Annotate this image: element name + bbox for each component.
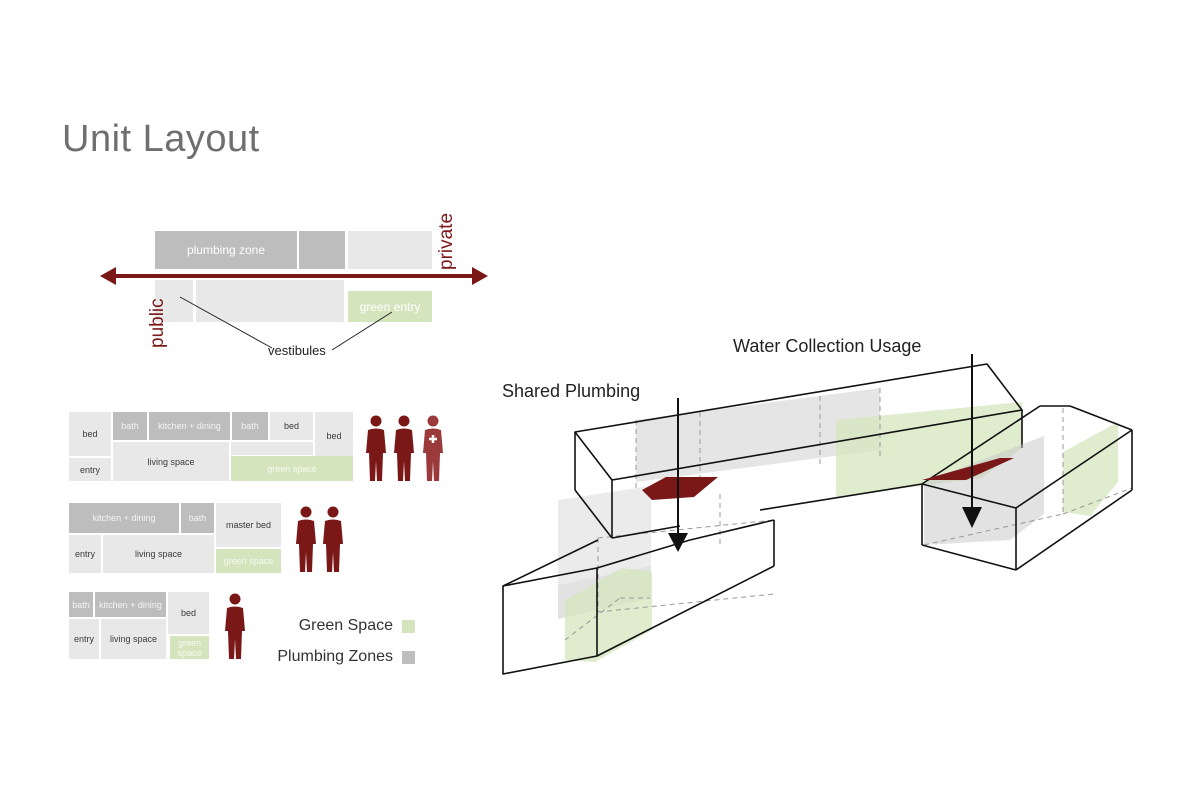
- plumbing-volume: [924, 436, 1044, 545]
- medic-person-icon: [423, 415, 443, 481]
- room-bed: bed: [69, 412, 111, 456]
- room-green-space: green space: [216, 549, 281, 573]
- legend-green-swatch: [402, 620, 415, 633]
- room-green-space: green space: [170, 636, 209, 659]
- legend-plumbing-swatch: [402, 651, 415, 664]
- room-living-space: living space: [113, 442, 229, 481]
- water-collection-plate: [922, 458, 1014, 480]
- public-private-arrow: [100, 267, 488, 285]
- room-living-space: living space: [103, 535, 214, 573]
- room-bath: bath: [181, 503, 214, 533]
- room-living-space: living space: [101, 619, 166, 659]
- box-lower-left: [502, 486, 775, 675]
- plumbing-zone-label: plumbing zone: [186, 243, 266, 257]
- room-kitchen-dining: kitchen + dining: [69, 503, 179, 533]
- room-kitchen-dining: kitchen + dining: [95, 592, 166, 617]
- room-entry: entry: [69, 458, 111, 481]
- plumbing-volume-back: [558, 486, 651, 585]
- room-green-space: green space: [231, 456, 353, 481]
- vestibule-leader-left: [179, 296, 273, 349]
- room-bath: bath: [69, 592, 93, 617]
- page-title: Unit Layout: [62, 118, 260, 160]
- water-collection-label: Water Collection Usage: [733, 336, 922, 356]
- arrow-head-left: [100, 267, 116, 285]
- shared-plumbing-plate: [642, 477, 718, 500]
- water-collection-arrow: [962, 354, 982, 528]
- shared-plumbing-arrow: [668, 398, 688, 552]
- plumbing-zone-block-small: [299, 231, 345, 269]
- room-bed: bed: [168, 592, 209, 634]
- room-entry: entry: [69, 535, 101, 573]
- green-entry-block: green entry: [348, 291, 432, 322]
- plumbing-zone-block: plumbing zone: [155, 231, 297, 269]
- legend-plumbing-label: Plumbing Zones: [277, 648, 393, 665]
- private-room-block: [348, 231, 432, 269]
- room-entry: entry: [69, 619, 99, 659]
- green-entry-label: green entry: [359, 299, 421, 314]
- room-master-bed: master bed: [216, 503, 281, 547]
- green-volume: [1063, 422, 1118, 516]
- vestibule-leader-right: [331, 311, 393, 351]
- plumbing-volume: [636, 388, 880, 482]
- living-block: [196, 280, 344, 322]
- legend-green-label: Green Space: [298, 617, 393, 634]
- room-bath: bath: [232, 412, 268, 440]
- room-kitchen-dining: kitchen + dining: [149, 412, 230, 440]
- arrow-head-right: [472, 267, 488, 285]
- vestibules-label: vestibules: [268, 343, 326, 358]
- hidden-edges: [923, 408, 1133, 546]
- box-right: [921, 405, 1133, 571]
- shared-plumbing-label: Shared Plumbing: [502, 381, 641, 401]
- hidden-edges: [635, 388, 881, 490]
- room-filler: [231, 442, 313, 455]
- room-bed: bed: [315, 412, 353, 460]
- room-bed: bed: [270, 412, 313, 440]
- room-bath: bath: [113, 412, 147, 440]
